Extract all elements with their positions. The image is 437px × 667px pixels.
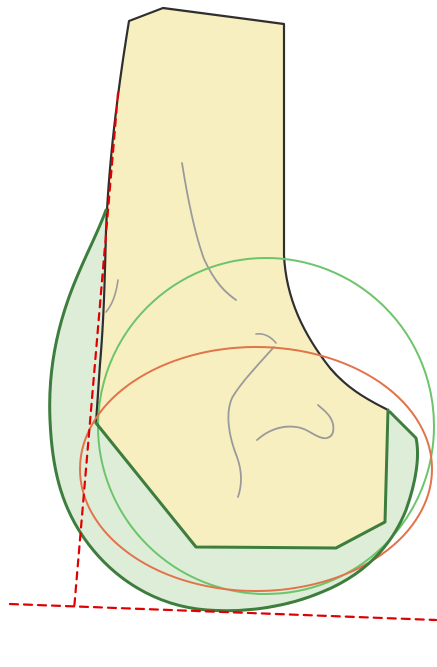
anatomy-diagram-svg [0,0,437,667]
diagram-canvas [0,0,437,667]
